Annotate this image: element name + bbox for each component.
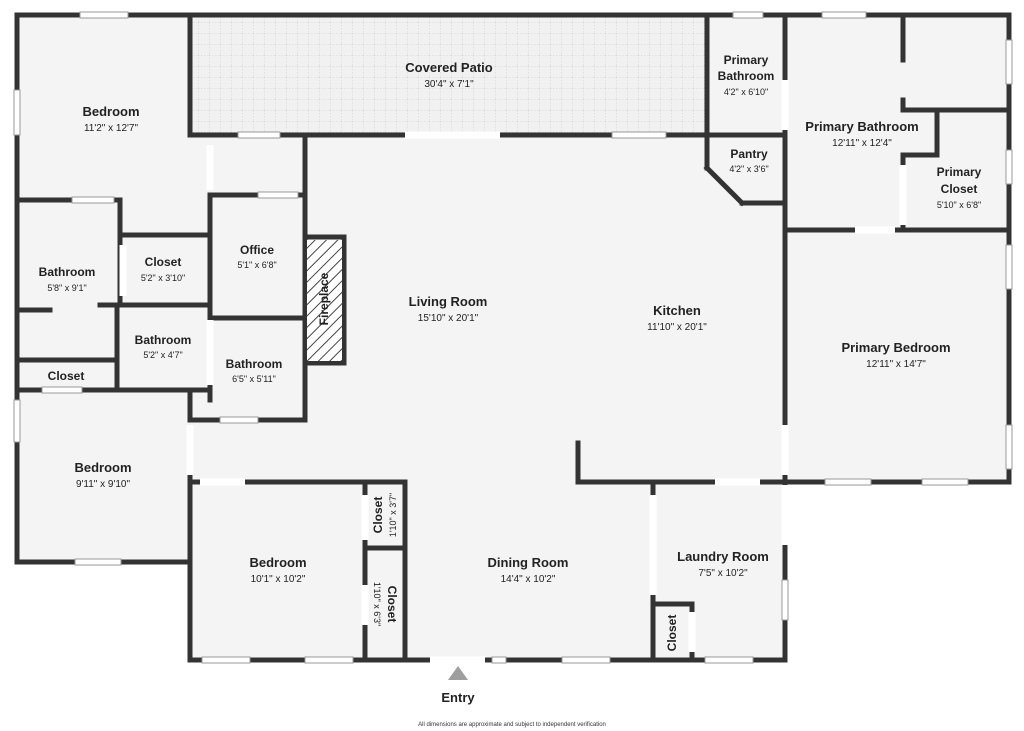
- room-dimensions: 14'4" x 10'2": [501, 574, 556, 585]
- room-dimensions: 9'11" x 9'10": [76, 479, 131, 490]
- room-primary-bathroom-small: Primary Bathroom 4'2" x 6'10": [718, 53, 775, 97]
- room-closet-v2: Closet 1'10" x 6'3": [372, 582, 399, 626]
- room-laundry-room: Laundry Room 7'5" x 10'2": [677, 549, 769, 579]
- room-dimensions: 1'10" x 3'7": [388, 493, 398, 537]
- room-name: Laundry Room: [677, 549, 769, 564]
- room-closet-v1: Closet 1'10" x 3'7": [371, 493, 398, 537]
- room-covered-patio: Covered Patio 30'4" x 7'1": [405, 60, 492, 90]
- room-name: Closet: [145, 255, 182, 269]
- room-dimensions: 5'8" x 9'1": [47, 283, 86, 293]
- room-name: Bathroom: [39, 265, 96, 279]
- windows: [13, 11, 1013, 664]
- room-name: Covered Patio: [405, 60, 492, 75]
- fireplace-label: Fireplace: [317, 272, 331, 325]
- fireplace-hatch: [307, 240, 342, 361]
- patio-floor: [192, 15, 707, 135]
- room-name: Primary Bedroom: [841, 340, 950, 355]
- room-kitchen: Kitchen 11'10" x 20'1": [647, 303, 707, 333]
- room-bathroom-hall: Bathroom 6'5" x 5'11": [226, 357, 283, 384]
- room-dimensions: 1'10" x 6'3": [372, 582, 382, 626]
- room-dimensions: 4'2" x 3'6": [729, 164, 768, 174]
- disclaimer: All dimensions are approximate and subje…: [418, 722, 606, 728]
- room-name: Bedroom: [82, 104, 139, 119]
- room-dimensions: 6'5" x 5'11": [232, 374, 276, 384]
- room-labels: Bedroom 11'2" x 12'7" Covered Patio 30'4…: [39, 53, 982, 651]
- room-dimensions: 5'1" x 6'8": [237, 260, 276, 270]
- room-dimensions: 10'1" x 10'2": [251, 574, 306, 585]
- room-closet-laundry: Closet: [665, 615, 679, 652]
- room-dimensions: 11'10" x 20'1": [647, 322, 707, 333]
- entry-arrow-icon: [448, 666, 468, 680]
- room-name: Bathroom: [226, 357, 283, 371]
- room-dimensions: 30'4" x 7'1": [424, 79, 474, 90]
- room-dimensions: 15'10" x 20'1": [418, 313, 479, 324]
- room-name: Closet: [385, 586, 399, 623]
- room-dimensions: 4'2" x 6'10": [724, 87, 768, 97]
- room-dimensions: 12'11" x 12'4": [832, 138, 892, 149]
- room-name-line-2: Bathroom: [718, 69, 775, 83]
- room-dining-room: Dining Room 14'4" x 10'2": [488, 555, 569, 585]
- room-dimensions: 11'2" x 12'7": [84, 123, 139, 134]
- room-dimensions: 5'2" x 3'10": [141, 273, 185, 283]
- room-primary-closet: Primary Closet 5'10" x 6'8": [937, 165, 982, 210]
- room-name: Bedroom: [74, 460, 131, 475]
- room-name: Living Room: [409, 294, 488, 309]
- entry-label: Entry: [441, 690, 475, 705]
- room-closet-w: Closet: [48, 369, 85, 383]
- room-name: Dining Room: [488, 555, 569, 570]
- room-name: Kitchen: [653, 303, 701, 318]
- room-bedroom-sw: Bedroom 9'11" x 9'10": [74, 460, 131, 490]
- room-name-line-2: Closet: [941, 182, 978, 196]
- room-living-room: Living Room 15'10" x 20'1": [409, 294, 488, 324]
- room-dimensions: 7'5" x 10'2": [698, 568, 748, 579]
- room-name: Closet: [371, 497, 385, 534]
- room-dimensions: 12'11" x 14'7": [866, 359, 926, 370]
- room-office: Office 5'1" x 6'8": [237, 243, 276, 270]
- room-dimensions: 5'10" x 6'8": [937, 200, 981, 210]
- room-primary-bathroom: Primary Bathroom 12'11" x 12'4": [805, 119, 918, 149]
- room-name-line-1: Primary: [937, 165, 982, 179]
- room-name: Pantry: [730, 147, 768, 161]
- room-bedroom-nw: Bedroom 11'2" x 12'7": [82, 104, 139, 134]
- room-name: Bathroom: [135, 333, 192, 347]
- room-name: Primary Bathroom: [805, 119, 918, 134]
- room-pantry: Pantry 4'2" x 3'6": [729, 147, 768, 174]
- room-name: Bedroom: [249, 555, 306, 570]
- room-bedroom-s: Bedroom 10'1" x 10'2": [249, 555, 306, 585]
- door-openings: [119, 80, 907, 664]
- room-name: Office: [240, 243, 274, 257]
- room-dimensions: 5'2" x 4'7": [143, 350, 182, 360]
- room-bathroom-mid: Bathroom 5'2" x 4'7": [135, 333, 192, 360]
- room-closet-nw: Closet 5'2" x 3'10": [141, 255, 185, 283]
- floors: [17, 15, 1009, 660]
- room-name-line-1: Primary: [724, 53, 769, 67]
- room-primary-bedroom: Primary Bedroom 12'11" x 14'7": [841, 340, 950, 370]
- room-bathroom-w: Bathroom 5'8" x 9'1": [39, 265, 96, 293]
